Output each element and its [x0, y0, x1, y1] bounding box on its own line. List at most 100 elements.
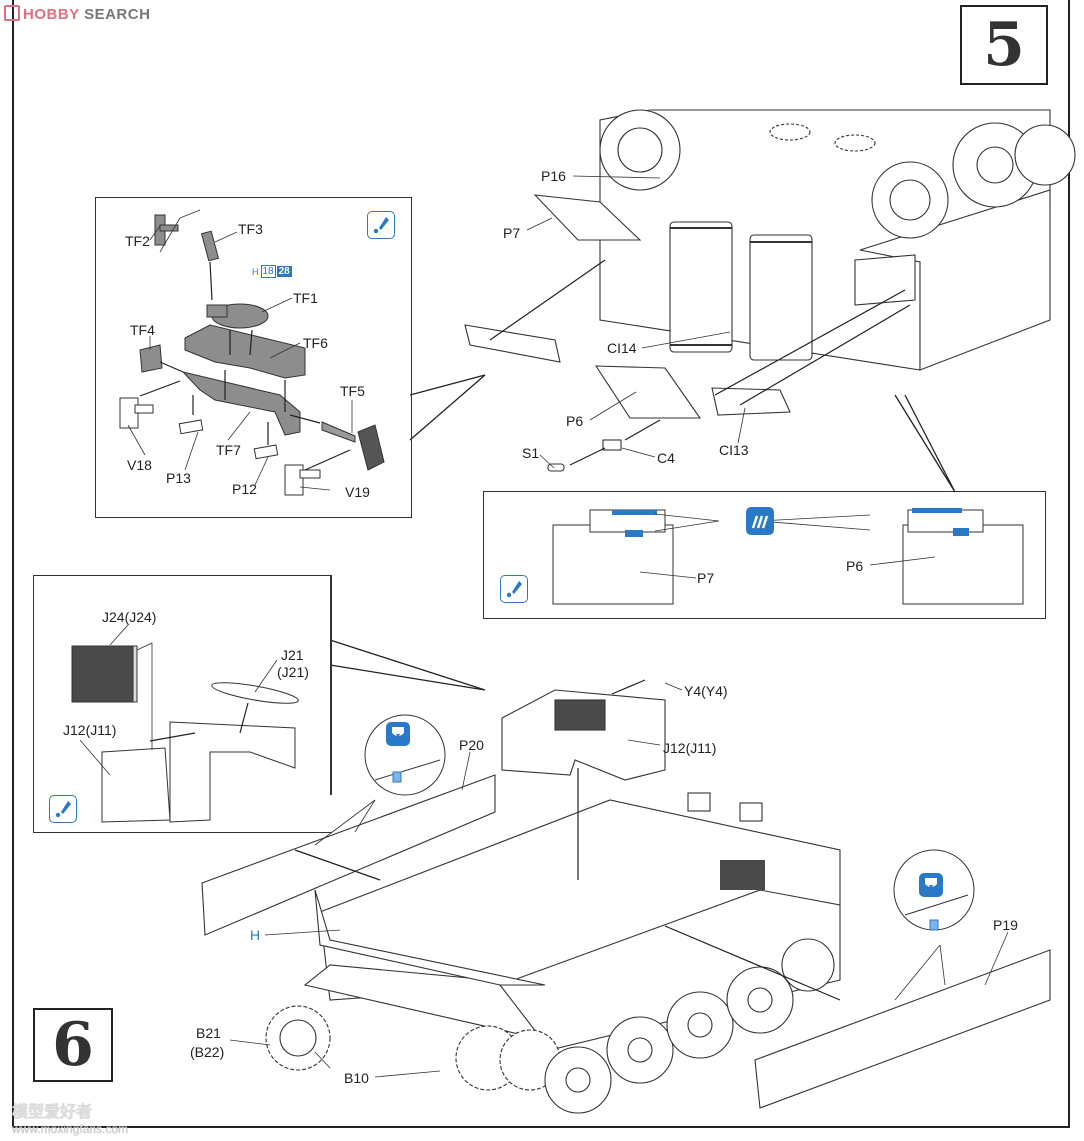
- label-ci14: CI14: [607, 340, 637, 356]
- tow-bracket: [464, 324, 561, 363]
- label-tf7: TF7: [216, 442, 241, 458]
- inset-pointer-step5: [409, 374, 486, 441]
- section-p6: [902, 524, 1024, 605]
- site-logo[interactable]: HOBBY SEARCH: [4, 5, 150, 23]
- inset-panel-tf-assembly: [95, 197, 412, 518]
- logo-icon: [4, 5, 20, 21]
- road-wheel-c: [666, 991, 734, 1059]
- part-j12-body: [169, 721, 296, 823]
- step-number-5: 5: [960, 5, 1048, 85]
- label-tf2: TF2: [125, 233, 150, 249]
- label-p6: P6: [566, 413, 584, 429]
- main-arrows-step5: [489, 259, 911, 466]
- label-p19: P19: [993, 917, 1018, 933]
- glue-icon: [746, 507, 774, 535]
- label-v18: V18: [127, 457, 152, 473]
- page-border-right: [1068, 0, 1070, 1128]
- page-border-left: [12, 0, 14, 1128]
- inset-panel-engine-deck: [33, 575, 332, 833]
- label-detail-p7: P7: [697, 570, 715, 586]
- road-wheel-b: [606, 1016, 674, 1084]
- label-h: H: [250, 927, 261, 943]
- label-j12-inset: J12(J11): [63, 722, 117, 738]
- part-tf3: [200, 230, 220, 262]
- label-b22: (B22): [190, 1044, 225, 1060]
- part-tf6: [184, 324, 306, 379]
- part-c4: [602, 439, 622, 451]
- label-b21: B21: [196, 1025, 221, 1041]
- part-tf5: [321, 421, 356, 443]
- label-p7: P7: [503, 225, 521, 241]
- label-tf6: TF6: [303, 335, 328, 351]
- paint-code-reference: H 18 28: [252, 265, 292, 278]
- step6-leaders: [229, 682, 1009, 1078]
- label-detail-p6: P6: [846, 558, 864, 574]
- paint-code-2: 28: [276, 266, 292, 277]
- align-tab-icon: [386, 722, 410, 746]
- detail-cross-sections: [552, 508, 1024, 605]
- label-p16: P16: [541, 168, 566, 184]
- label-ci13: CI13: [719, 442, 749, 458]
- part-v19: [284, 464, 304, 496]
- muffler-left: [669, 221, 733, 353]
- label-tf4: TF4: [130, 322, 155, 338]
- label-v19: V19: [345, 484, 370, 500]
- part-p12: [253, 444, 279, 460]
- detail-pointer: [894, 394, 956, 493]
- road-wheel-2: [1014, 124, 1076, 186]
- part-j21: [211, 682, 299, 704]
- label-p20: P20: [459, 737, 484, 753]
- paint-brush-icon: [367, 211, 395, 239]
- label-p12: P12: [232, 481, 257, 497]
- sprocket-b21: [265, 1005, 331, 1071]
- tf-assembly: [139, 214, 385, 471]
- paint-brush-icon: [500, 575, 528, 603]
- paint-brush-icon: [49, 795, 77, 823]
- step6-inset-parts: [71, 645, 299, 823]
- step6-inset-arrows: [149, 702, 249, 742]
- muffler-right: [749, 234, 813, 361]
- inset-arrows: [139, 261, 351, 471]
- label-j21: J21: [281, 647, 304, 663]
- label-c4: C4: [657, 450, 675, 466]
- main-leaders-step5: [526, 175, 746, 469]
- road-wheel-d: [726, 966, 794, 1034]
- drive-wheel-right: [871, 161, 949, 239]
- part-p20: [201, 774, 496, 936]
- part-ci13: [711, 387, 791, 416]
- callout-circle-p20: [364, 714, 446, 796]
- step6-inset-leaders: [79, 624, 278, 776]
- part-p6: [594, 365, 702, 419]
- part-p13: [178, 419, 204, 435]
- part-p7: [533, 194, 642, 241]
- label-y4: Y4(Y4): [684, 683, 728, 699]
- lower-hull: [201, 689, 1051, 1114]
- part-p19: [754, 949, 1051, 1109]
- drive-wheel-left: [599, 109, 681, 191]
- part-tf7: [181, 371, 301, 436]
- watermark: 模型爱好者 www.moxingfans.com: [12, 1104, 129, 1136]
- part-j12-main: [501, 689, 666, 781]
- hull-rear: [464, 109, 1076, 472]
- detail-panel-plate-fit: [483, 491, 1046, 619]
- paint-code-1: 18: [260, 265, 276, 278]
- step-number-6: 6: [33, 1008, 113, 1082]
- inset-leaders: [127, 209, 353, 491]
- part-tf4: [139, 344, 163, 373]
- watermark-url: www.moxingfans.com: [12, 1122, 129, 1136]
- inset-pointer-step6: [329, 639, 486, 691]
- label-s1: S1: [522, 445, 540, 461]
- step6-arrows: [294, 679, 841, 1001]
- align-tab-icon: [919, 873, 943, 897]
- page-border-bottom: [12, 1126, 1070, 1128]
- label-p13: P13: [166, 470, 191, 486]
- label-tf5: TF5: [340, 383, 365, 399]
- detail-leaders: [639, 513, 936, 579]
- label-j24: J24(J24): [102, 609, 157, 625]
- label-b10: B10: [344, 1070, 369, 1086]
- exhaust-stub-1: [687, 792, 711, 812]
- road-wheel-e: [781, 938, 835, 992]
- label-tf1: TF1: [293, 290, 318, 306]
- exhaust-stub-2: [739, 802, 763, 822]
